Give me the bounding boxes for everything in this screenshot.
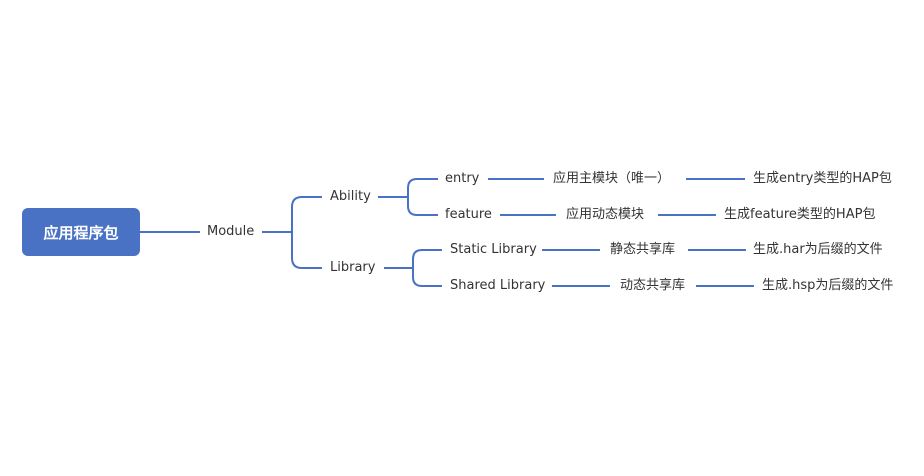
connector-ability-feature (407, 197, 438, 216)
static-library-desc-node[interactable]: 静态共享库 (610, 242, 676, 257)
feature-output-node[interactable]: 生成feature类型的HAP包 (724, 207, 876, 222)
connector-module-ability (291, 196, 322, 232)
shared-library-node[interactable]: Shared Library (450, 278, 546, 293)
shared-library-desc-node[interactable]: 动态共享库 (620, 278, 686, 293)
library-node[interactable]: Library (330, 260, 376, 275)
module-node[interactable]: Module (207, 224, 255, 239)
root-node[interactable]: 应用程序包 (22, 208, 140, 256)
static-library-node[interactable]: Static Library (450, 242, 537, 257)
connector-library-shared (412, 268, 442, 287)
feature-desc-node[interactable]: 应用动态模块 (566, 207, 645, 222)
root-node-label: 应用程序包 (43, 223, 119, 242)
shared-library-output-node[interactable]: 生成.hsp为后缀的文件 (762, 278, 894, 293)
entry-node[interactable]: entry (445, 171, 480, 186)
connector-module-library (291, 232, 322, 269)
connector-library-static (412, 249, 442, 268)
feature-node[interactable]: feature (445, 207, 492, 222)
ability-node[interactable]: Ability (330, 189, 371, 204)
static-library-output-node[interactable]: 生成.har为后缀的文件 (753, 242, 883, 257)
connector-ability-entry (407, 178, 438, 197)
entry-desc-node[interactable]: 应用主模块（唯一） (553, 171, 671, 186)
entry-output-node[interactable]: 生成entry类型的HAP包 (753, 171, 892, 186)
